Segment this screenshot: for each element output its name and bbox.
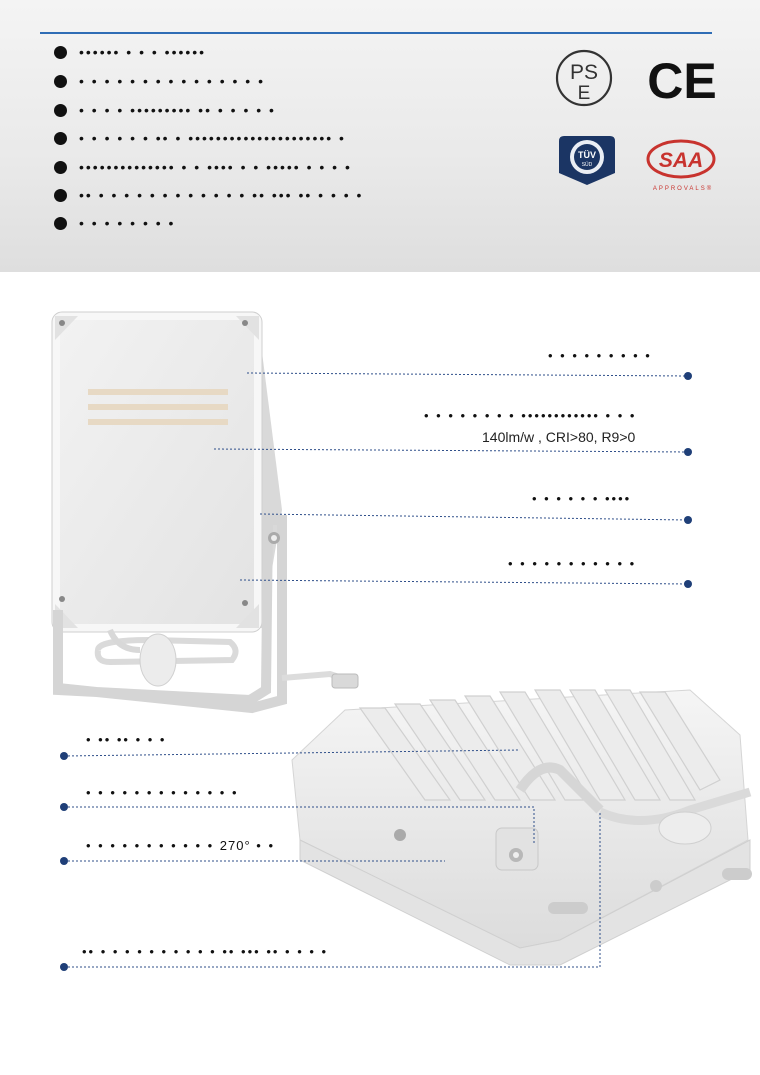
feature-item: • • • • ••••••••• •• • • • • • [54, 100, 276, 120]
feature-item: •• • • • • • • • • • • • • •• ••• •• • •… [54, 185, 363, 205]
callout-label: • •• •• • • • [86, 732, 167, 747]
callout-label: • • • • • • • • •••••••••••• • • • [424, 408, 637, 423]
callout-label: • • • • • • • • • • • [508, 556, 637, 571]
callout-text: • • • • • • • • • • • [86, 838, 220, 853]
ce-logo: CE [647, 54, 716, 104]
efficiency-spec: 140lm/w , CRI>80, R9>0 [482, 429, 636, 445]
header-rule [40, 32, 712, 34]
callout-label: • • • • • • • • • • • 270° • • [86, 838, 275, 853]
ce-mark: CE [647, 54, 716, 104]
callout-label: • • • • • • • • • [548, 348, 652, 363]
feature-item: •••••••••••••• • • •••• • • ••••• • • • … [54, 157, 352, 177]
feature-item: • • • • • • •• • ••••••••••••••••••••• • [54, 128, 346, 148]
pse-text-bottom: E [578, 83, 591, 104]
feature-text: • • • • ••••••••• •• • • • • • [79, 102, 276, 118]
bullet-icon [54, 103, 67, 117]
rotation-angle: 270° [219, 838, 251, 853]
callout-label: • • • • • • • • • • • • • [86, 785, 239, 800]
bullet-icon [54, 74, 67, 88]
saa-logo: SAA APPROVALS® [646, 139, 716, 192]
tuv-sud-logo: TÜV SÜD [559, 136, 615, 185]
feature-text: •••••••••••••• • • •••• • • ••••• • • • … [79, 159, 352, 175]
callout-label: •• • • • • • • • • • • •• ••• •• • • • • [82, 944, 329, 959]
pse-text-top: PS [570, 61, 598, 84]
feature-text: •• • • • • • • • • • • • • •• ••• •• • •… [79, 187, 364, 203]
floodlight-rear-view [291, 689, 752, 966]
bullet-icon [54, 45, 67, 59]
floodlight-front-view [51, 311, 359, 714]
callout-connectors [63, 372, 689, 968]
bullet-icon [54, 131, 67, 145]
tuv-text: TÜV [578, 150, 596, 160]
saa-approvals-text: APPROVALS® [653, 185, 713, 192]
feature-text: • • • • • • • • • • • • • • • [79, 73, 265, 89]
feature-item: • • • • • • • • [54, 213, 175, 233]
sud-text: SÜD [582, 161, 593, 168]
feature-item: • • • • • • • • • • • • • • • [54, 71, 265, 91]
bullet-icon [54, 188, 67, 202]
feature-item: •••••• • • • •••••• [54, 42, 206, 62]
saa-text: SAA [659, 149, 703, 172]
feature-text: • • • • • • • • [79, 215, 176, 231]
hero-banner [0, 0, 760, 272]
bullet-icon [54, 216, 67, 230]
callout-label: • • • • • • •••• [532, 491, 632, 506]
callout-tail: • • [250, 838, 276, 853]
bullet-icon [54, 160, 67, 174]
pse-logo: PS E [555, 49, 613, 107]
feature-text: • • • • • • •• • ••••••••••••••••••••• • [79, 130, 346, 146]
feature-text: •••••• • • • •••••• [79, 44, 207, 60]
callout-dots [60, 372, 692, 971]
